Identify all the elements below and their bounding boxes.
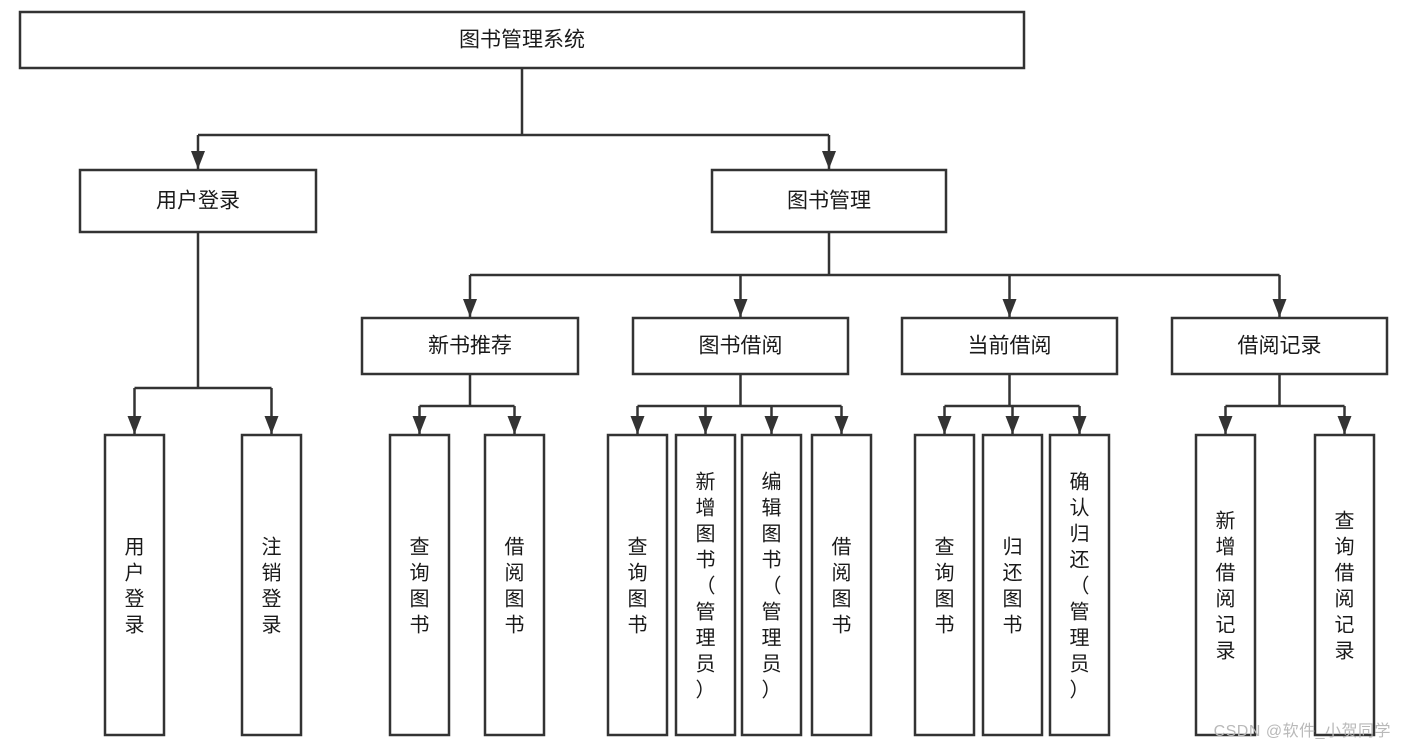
arrow-head-down <box>463 299 477 317</box>
leaf-user-logout-label: 注销登录 <box>262 535 282 636</box>
leaf-query-book-borrow[interactable]: 查询图书 <box>606 433 669 737</box>
root-node-library-management-system[interactable]: 图书管理系统 <box>18 10 1026 70</box>
arrow-head-down <box>507 416 522 434</box>
leaf-edit-book-admin-box <box>740 433 803 737</box>
node-user-login[interactable]: 用户登录 <box>78 168 318 234</box>
leaf-return-book-label: 归还图书 <box>1003 535 1023 636</box>
leaf-return-book[interactable]: 归还图书 <box>981 433 1044 737</box>
leaf-borrow-book-recommend-label: 借阅图书 <box>505 535 525 636</box>
node-user-login-label: 用户登录 <box>156 190 240 213</box>
leaf-query-book-recommend-box <box>388 433 451 737</box>
arrow-head-down <box>1002 299 1017 317</box>
node-new-book-recommendation[interactable]: 新书推荐 <box>360 316 580 376</box>
leaf-add-borrow-record-box <box>1194 433 1257 737</box>
node-book-management[interactable]: 图书管理 <box>710 168 948 234</box>
node-current-borrow-box <box>900 316 1119 376</box>
root-node-library-management-system-box <box>18 10 1026 70</box>
arrow-head-down <box>1337 416 1352 434</box>
node-book-borrow[interactable]: 图书借阅 <box>631 316 850 376</box>
node-current-borrow-label: 当前借阅 <box>968 335 1052 358</box>
node-book-management-box <box>710 168 948 234</box>
node-current-borrow[interactable]: 当前借阅 <box>900 316 1119 376</box>
arrow-head-down <box>1272 299 1287 317</box>
leaf-confirm-return-admin-label: 确认归还（管理员） <box>1070 470 1090 701</box>
leaf-user-login[interactable]: 用户登录 <box>103 433 166 737</box>
arrow-head-down <box>1218 416 1233 434</box>
leaf-user-login-box <box>103 433 166 737</box>
leaf-add-book-admin[interactable]: 新增图书（管理员） <box>674 433 737 737</box>
leaf-user-logout[interactable]: 注销登录 <box>240 433 303 737</box>
leaf-user-logout-box <box>240 433 303 737</box>
leaf-add-book-admin-box <box>674 433 737 737</box>
leaf-query-borrow-record-label: 查询借阅记录 <box>1335 509 1355 662</box>
arrow-head-down <box>937 416 952 434</box>
leaf-edit-book-admin[interactable]: 编辑图书（管理员） <box>740 433 803 737</box>
leaf-query-book-borrow-label: 查询图书 <box>628 535 648 636</box>
leaf-add-borrow-record[interactable]: 新增借阅记录 <box>1194 433 1257 737</box>
leaf-borrow-book[interactable]: 借阅图书 <box>810 433 873 737</box>
leaf-query-book-current-box <box>913 433 976 737</box>
leaf-query-book-recommend-label: 查询图书 <box>410 535 430 636</box>
leaf-query-book-recommend[interactable]: 查询图书 <box>388 433 451 737</box>
leaf-borrow-book-recommend[interactable]: 借阅图书 <box>483 433 546 737</box>
leaf-add-borrow-record-label: 新增借阅记录 <box>1216 509 1236 662</box>
arrow-head-down <box>127 416 142 434</box>
node-new-book-recommendation-label: 新书推荐 <box>428 335 512 358</box>
arrow-head-down <box>1005 416 1020 434</box>
leaf-add-book-admin-label: 新增图书（管理员） <box>696 470 716 701</box>
arrow-head-down <box>698 416 713 434</box>
arrow-head-down <box>191 151 205 169</box>
leaf-edit-book-admin-label: 编辑图书（管理员） <box>762 470 782 701</box>
node-book-borrow-label: 图书借阅 <box>699 335 783 358</box>
arrow-head-down <box>412 416 427 434</box>
leaf-borrow-book-box <box>810 433 873 737</box>
arrow-head-down <box>630 416 645 434</box>
arrow-head-down <box>264 416 279 434</box>
node-borrow-records-label: 借阅记录 <box>1238 335 1322 358</box>
csdn-watermark: CSDN @软件_小贺同学 <box>1213 723 1391 740</box>
leaf-return-book-box <box>981 433 1044 737</box>
arrow-head-down <box>834 416 849 434</box>
leaf-query-borrow-record-box <box>1313 433 1376 737</box>
node-borrow-records[interactable]: 借阅记录 <box>1170 316 1389 376</box>
leaf-borrow-book-recommend-box <box>483 433 546 737</box>
arrow-head-down <box>764 416 779 434</box>
arrow-head-down <box>1072 416 1087 434</box>
root-node-library-management-system-label: 图书管理系统 <box>459 29 585 52</box>
leaf-user-login-label: 用户登录 <box>125 536 145 636</box>
leaf-query-borrow-record[interactable]: 查询借阅记录 <box>1313 433 1376 737</box>
node-book-borrow-box <box>631 316 850 376</box>
node-new-book-recommendation-box <box>360 316 580 376</box>
leaf-query-book-current-label: 查询图书 <box>935 535 955 636</box>
node-book-management-label: 图书管理 <box>787 190 871 213</box>
connector-layer <box>127 68 1352 434</box>
leaf-confirm-return-admin-box <box>1048 433 1111 737</box>
arrow-head-down <box>822 151 836 169</box>
leaf-query-book-borrow-box <box>606 433 669 737</box>
arrow-head-down <box>733 299 748 317</box>
leaf-confirm-return-admin[interactable]: 确认归还（管理员） <box>1048 433 1111 737</box>
node-borrow-records-box <box>1170 316 1389 376</box>
node-layer: 图书管理系统用户登录图书管理用户登录注销登录新书推荐图书借阅当前借阅借阅记录查询… <box>18 10 1389 737</box>
leaf-borrow-book-label: 借阅图书 <box>832 535 852 636</box>
leaf-query-book-current[interactable]: 查询图书 <box>913 433 976 737</box>
node-user-login-box <box>78 168 318 234</box>
